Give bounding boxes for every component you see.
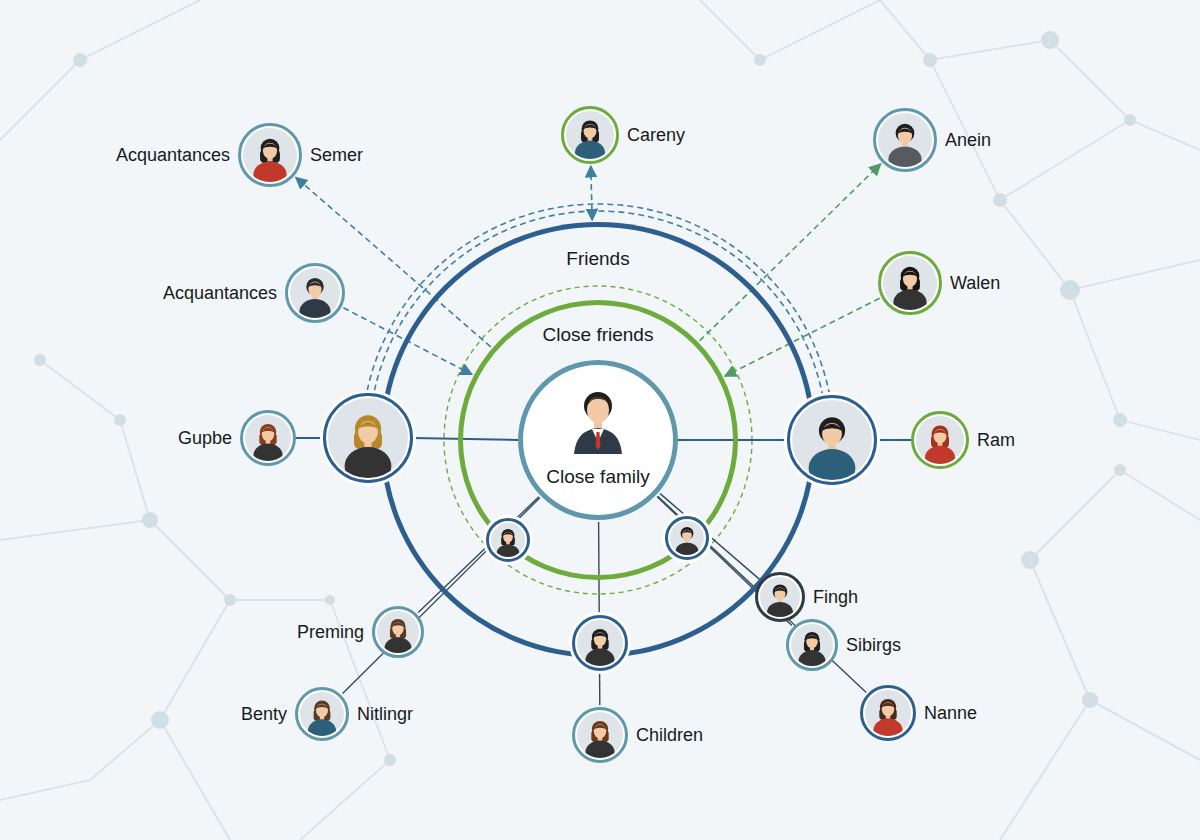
avatar-picture [572,707,628,763]
connector [343,308,472,375]
connector [343,498,540,694]
ring-label: Close friends [458,324,738,346]
person-avatar: Children [572,707,628,763]
person-name: Acquantances [116,144,230,166]
person-name: Ram [977,429,1015,451]
person-name: Careny [627,124,685,146]
person-avatar: Walen [878,251,942,315]
avatar-icon [320,390,416,486]
person-name: Benty [241,703,287,725]
person-name: Children [636,724,703,746]
connector [591,166,592,220]
avatar-picture [372,606,424,658]
avatar-picture [240,410,296,466]
person-avatar: Sibirgs [786,619,838,671]
avatar-picture [285,263,345,323]
person-avatar: Preming [372,606,424,658]
avatar-icon [784,392,880,488]
person-avatar: Ram [911,411,969,469]
person-name: Nanne [924,702,977,724]
person-avatar: Acquantances [285,263,345,323]
network-dots [34,31,1136,766]
person-name: Semer [310,144,363,166]
connector [700,164,881,341]
ring-label: Close family [518,466,678,488]
circle-ring: FriendsClose friendsClose family [380,222,816,658]
avatar-icon [569,612,631,674]
avatar-picture [295,687,349,741]
connector [296,177,491,347]
avatar-picture [755,572,805,622]
person-name: Acquantances [163,282,277,304]
avatar-picture [878,251,942,315]
person-avatar: Careny [561,106,619,164]
person-avatar: Nanne [860,685,916,741]
circle-ring: Close family [518,360,678,520]
connector [658,496,867,692]
person-name: Fingh [813,586,858,608]
ring-label: Friends [380,248,816,270]
connector [725,298,880,376]
connector [660,494,760,580]
avatar-picture [911,411,969,469]
avatar-picture [873,108,937,172]
person-name: Sibirgs [846,634,901,656]
avatar-picture [860,685,916,741]
person-avatar: Gupbe [240,410,296,466]
avatar-picture [561,106,619,164]
person-avatar: AcquantancesSemer [238,123,302,187]
connector [418,497,539,613]
avatar-picture [238,123,302,187]
person-name: Preming [297,621,364,643]
avatar-icon [662,513,712,563]
person-name: Gupbe [178,427,232,449]
avatar-icon [483,515,533,565]
person-name: Anein [945,129,991,151]
person-avatar: Fingh [755,572,805,622]
person-name: Walen [950,272,1000,294]
person-name: Nitlingr [357,703,413,725]
avatar-picture [786,619,838,671]
person-icon [568,382,628,454]
person-avatar: Anein [873,108,937,172]
person-avatar: BentyNitlingr [295,687,349,741]
